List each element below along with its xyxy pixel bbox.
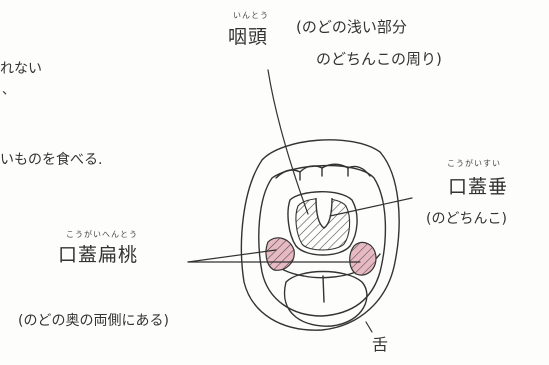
uvula-reading: こうがいすい xyxy=(447,159,501,168)
pharynx-leader-line xyxy=(267,69,309,215)
pharynx-term: 咽頭 xyxy=(228,26,269,48)
uvula-term: 口蓋垂 xyxy=(448,176,509,198)
right-tonsil-hatch xyxy=(349,242,376,276)
tonsil-term: 口蓋扁桃 xyxy=(58,244,139,266)
left-text-fragment-3: いものを食べる. xyxy=(0,152,103,168)
tonsil-note: (のどの奥の両側にある) xyxy=(18,313,169,329)
inner-mouth-outline xyxy=(258,164,387,317)
outer-lip-outline xyxy=(240,139,400,331)
pharynx-back-wall xyxy=(287,191,358,256)
pharynx-note-line1: (のどの浅い部分 xyxy=(296,18,407,36)
tonsil-reading: こうがいへんとう xyxy=(66,230,138,239)
left-text-fragment-1: れない xyxy=(0,61,42,77)
pharynx-reading: いんとう xyxy=(233,11,269,20)
uvula-note: (のどちんこ) xyxy=(426,211,507,227)
tonsil-leader-line-upper xyxy=(187,249,277,263)
tongue-midline xyxy=(322,275,325,303)
tongue-term: 舌 xyxy=(372,335,390,354)
uvula-leader-line xyxy=(329,197,413,217)
uvula-shape xyxy=(315,197,333,229)
pharynx-note-line2: のどちんこの周り) xyxy=(316,50,442,68)
left-text-fragment-2: 、 xyxy=(2,83,16,98)
tongue-outline xyxy=(283,270,368,327)
tongue-leader-line xyxy=(365,321,373,333)
